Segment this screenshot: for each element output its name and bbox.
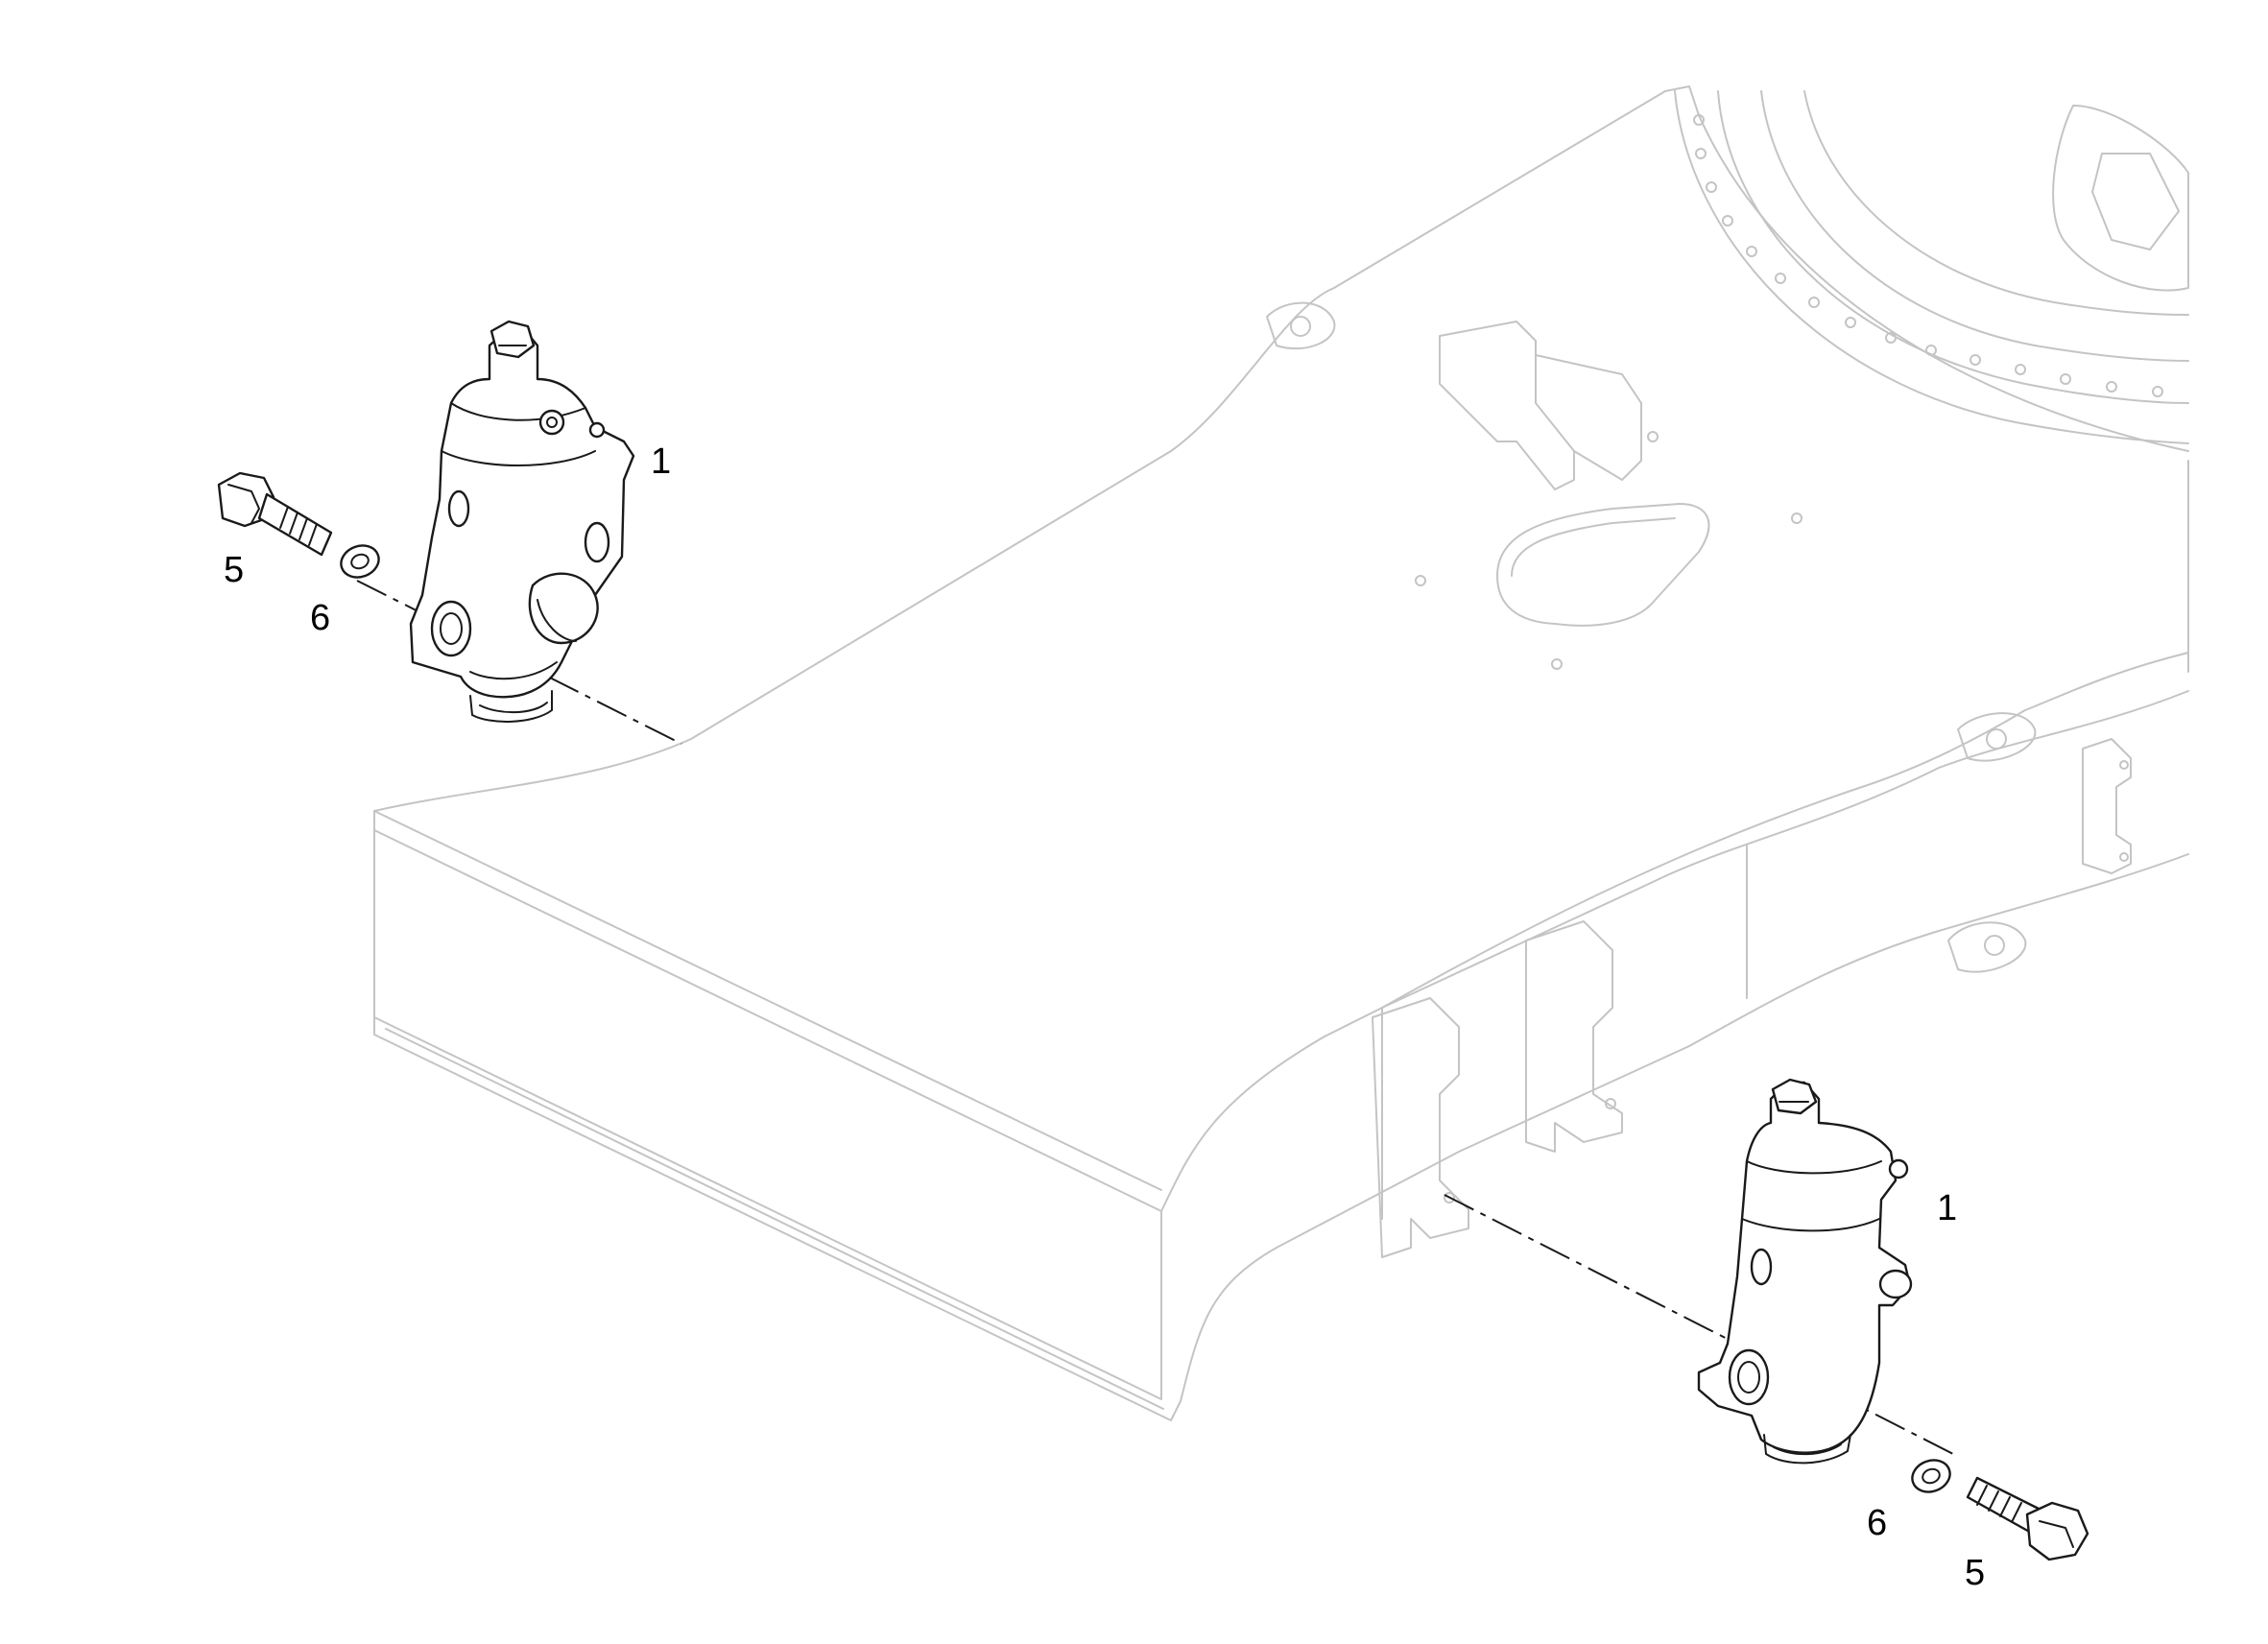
frame-beam-top [373, 85, 2189, 812]
frame-beam-front [373, 810, 1162, 1400]
frame-side-member [1160, 690, 2189, 1212]
callout-lower-valve: 1 [1937, 1188, 1958, 1228]
upper-valve [409, 320, 635, 723]
lower-bolt [1966, 1476, 2089, 1561]
lower-washer [1911, 1459, 1951, 1493]
lower-valve [1697, 1078, 1913, 1465]
callout-upper-bolt: 5 [224, 550, 245, 590]
callout-upper-washer: 6 [310, 598, 331, 638]
callout-lower-bolt: 5 [1965, 1553, 1986, 1593]
undercarriage-frame [373, 85, 2189, 1421]
assembly-axis-lower [1444, 1194, 1954, 1455]
slewing-ring [1674, 90, 2189, 444]
callout-upper-valve: 1 [651, 441, 672, 482]
callout-lower-washer: 6 [1867, 1503, 1888, 1543]
upper-bolt [217, 471, 333, 557]
upper-washer [340, 544, 380, 579]
